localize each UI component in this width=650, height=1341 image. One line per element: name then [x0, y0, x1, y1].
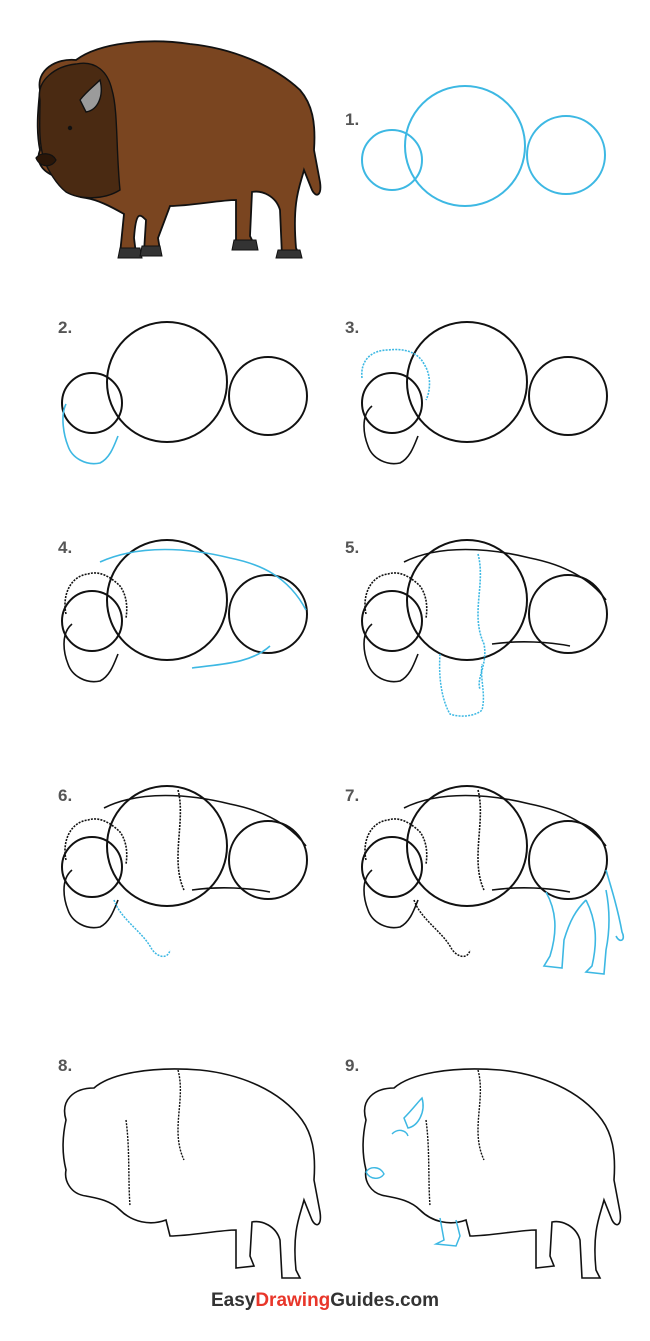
step-label-8: 8.	[58, 1056, 73, 1075]
step-7-drawing	[361, 785, 625, 975]
step-2-drawing	[61, 321, 308, 465]
step-3-drawing	[361, 321, 608, 465]
step-label-4: 4.	[58, 538, 73, 557]
brand-part-domain: .com	[394, 1290, 440, 1311]
brand-part-easy: Easy	[210, 1290, 256, 1311]
step-8-drawing	[62, 1068, 322, 1279]
site-brand: EasyDrawingGuides.com	[0, 1290, 650, 1312]
step-4-drawing	[61, 539, 308, 683]
step-label-5: 5.	[345, 538, 360, 557]
step-1-drawing	[361, 85, 606, 207]
brand-part-drawing: Drawing	[255, 1290, 331, 1311]
step-label-2: 2.	[58, 318, 73, 337]
step-6-drawing	[61, 785, 308, 958]
step-5-drawing	[361, 539, 608, 717]
step-label-1: 1.	[345, 110, 360, 129]
step-label-7: 7.	[345, 786, 360, 805]
brand-part-guides: Guides	[330, 1290, 395, 1311]
step-label-3: 3.	[345, 318, 360, 337]
bison-colored-illustration	[35, 40, 322, 259]
step-label-6: 6.	[58, 786, 73, 805]
step-label-9: 9.	[345, 1056, 360, 1075]
step-9-drawing	[362, 1068, 622, 1279]
